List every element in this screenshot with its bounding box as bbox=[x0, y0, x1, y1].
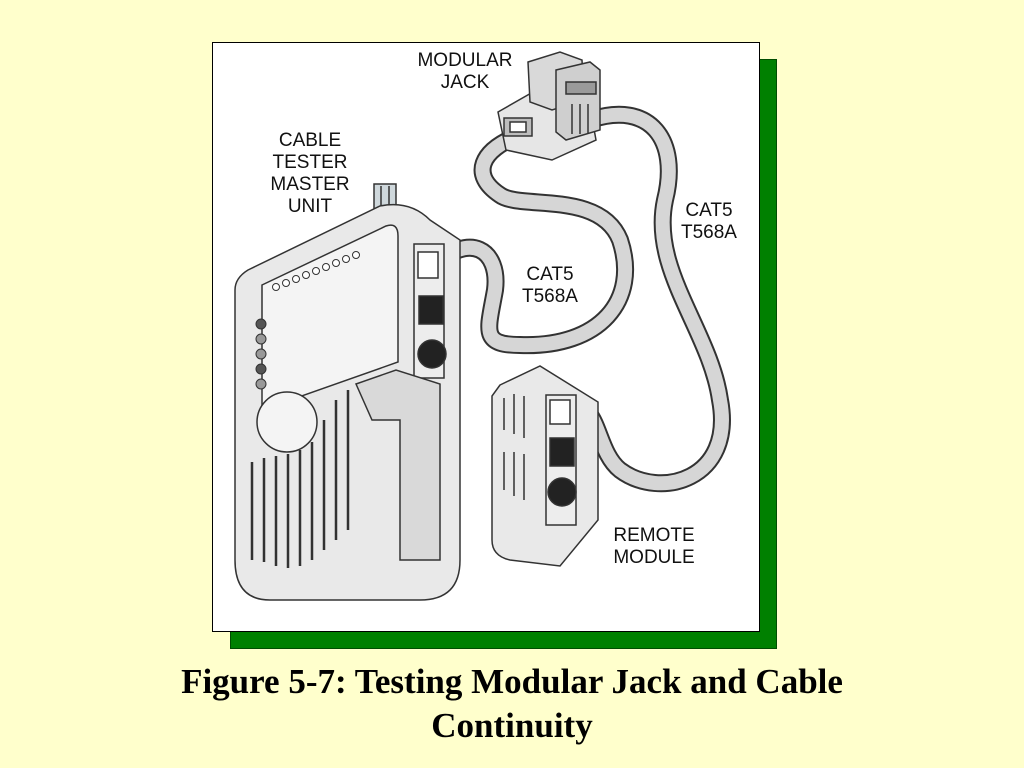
remote-module-label-line1: REMOTE bbox=[613, 525, 695, 546]
cable-master-to-jack bbox=[423, 126, 634, 355]
master-status-leds bbox=[255, 318, 267, 390]
master-unit-label-line3: MASTER bbox=[270, 174, 350, 195]
cable-right-label: CAT5 T568A bbox=[664, 200, 754, 244]
master-unit-label-line2: TESTER bbox=[272, 152, 348, 173]
cable-center-label-line1: CAT5 bbox=[526, 264, 574, 285]
modular-jack-label-line2: JACK bbox=[440, 72, 490, 93]
network-test-diagram bbox=[234, 51, 731, 601]
cable-jack-to-remote bbox=[561, 105, 731, 493]
remote-module-label-line2: MODULE bbox=[613, 547, 695, 568]
cable-right-label-line1: CAT5 bbox=[685, 200, 733, 221]
modular-jack-label-line1: MODULAR bbox=[417, 50, 513, 71]
master-unit-label: CABLE TESTER MASTER UNIT bbox=[250, 130, 370, 218]
cable-right-label-line2: T568A bbox=[681, 222, 737, 243]
figure-caption-line1: Figure 5-7: Testing Modular Jack and Cab… bbox=[181, 662, 843, 701]
figure-caption-line2: Continuity bbox=[431, 706, 593, 745]
figure-caption: Figure 5-7: Testing Modular Jack and Cab… bbox=[0, 660, 1024, 748]
modular-jack-label: MODULAR JACK bbox=[405, 50, 525, 94]
modular-jack bbox=[497, 51, 601, 161]
master-unit-label-line4: UNIT bbox=[287, 196, 333, 217]
cable-center-label-line2: T568A bbox=[522, 286, 578, 307]
cable-center-label: CAT5 T568A bbox=[505, 264, 595, 308]
remote-module-label: REMOTE MODULE bbox=[596, 525, 712, 569]
master-vent-slots bbox=[250, 390, 350, 568]
remote-module bbox=[491, 365, 599, 567]
master-led-row bbox=[272, 251, 360, 291]
master-unit-label-line1: CABLE bbox=[278, 130, 342, 151]
